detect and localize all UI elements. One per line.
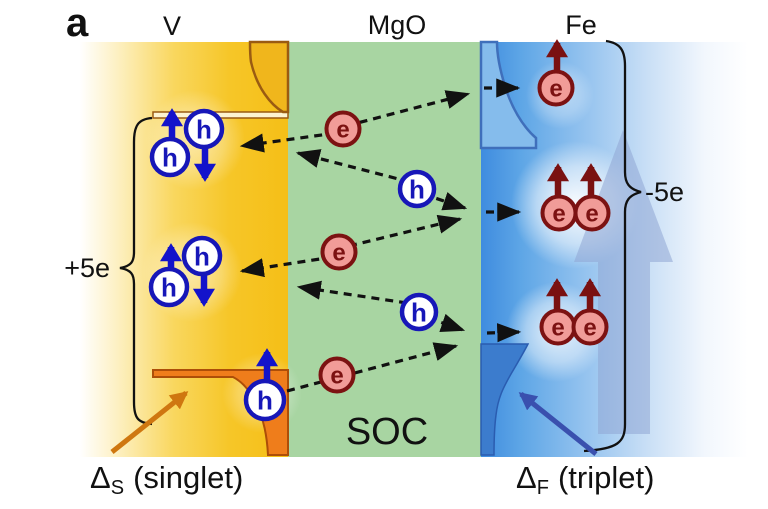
electron-glyph: e: [551, 315, 564, 342]
delta-subscript: F: [537, 477, 549, 499]
hole-glyph: h: [161, 272, 177, 302]
tunneling-arrow: [348, 214, 463, 248]
charge-label-right: -5e: [645, 177, 684, 207]
hole-particle: h: [397, 169, 437, 209]
tunneling-arrow: [486, 323, 522, 343]
electron-particle: e: [318, 356, 356, 394]
hole-glyph: h: [409, 174, 425, 204]
triplet-gap-label: ΔF (triplet): [516, 460, 654, 499]
charge-label-left: +5e: [64, 253, 110, 283]
tunneling-arrow: [295, 149, 411, 184]
triplet-annotation-arrow: [518, 392, 598, 456]
triplet-gap-shape: [480, 343, 530, 456]
hole-glyph: h: [162, 142, 178, 172]
charge-brace-right: [583, 39, 642, 453]
hole-glyph: h: [194, 241, 210, 271]
hole-particle: h: [181, 235, 223, 277]
hole-particle: h: [183, 108, 225, 150]
delta-symbol: Δ: [516, 460, 537, 495]
hole-particle: h: [399, 292, 439, 332]
vanadium-dos-top-shape: [248, 40, 290, 114]
soc-label: SOC: [346, 411, 428, 453]
hole-particle: h: [149, 136, 191, 178]
tunneling-arrow: [286, 342, 459, 393]
electron-particle: e: [539, 308, 577, 346]
hole-particle: h: [148, 266, 190, 308]
panel-label: a: [66, 1, 89, 45]
delta-symbol: Δ: [90, 460, 111, 495]
triplet-text: (triplet): [558, 460, 654, 495]
electron-glyph: e: [585, 201, 598, 228]
tunneling-arrow: [239, 255, 334, 278]
electron-glyph: e: [332, 240, 345, 267]
electron-particle: e: [324, 110, 362, 148]
tunneling-arrow: [345, 90, 471, 128]
tunneling-arrow: [239, 131, 337, 153]
electron-particle: e: [320, 233, 358, 271]
electron-particle: e: [573, 194, 611, 232]
singlet-text: (singlet): [133, 460, 243, 495]
electron-particle: e: [540, 194, 578, 232]
hole-particle: h: [243, 378, 287, 422]
electron-glyph: e: [336, 117, 349, 144]
electron-glyph: e: [552, 201, 565, 228]
charge-brace-left: [119, 116, 153, 426]
tunneling-arrow: [296, 280, 408, 305]
hole-glyph: h: [257, 385, 273, 415]
electron-glyph: e: [330, 363, 343, 390]
hole-glyph: h: [196, 114, 212, 144]
iron-label: Fe: [565, 10, 597, 40]
electron-glyph: e: [549, 76, 562, 103]
delta-subscript: S: [111, 477, 124, 499]
singlet-annotation-arrow: [110, 391, 189, 454]
vanadium-label: V: [163, 11, 181, 41]
hole-glyph: h: [411, 297, 427, 327]
mgo-label: MgO: [368, 10, 427, 40]
mgo-barrier-region: [288, 42, 481, 457]
electron-glyph: e: [583, 315, 596, 342]
electron-particle: e: [571, 308, 609, 346]
electron-particle: e: [537, 69, 575, 107]
singlet-gap-label: ΔS (singlet): [90, 460, 243, 499]
